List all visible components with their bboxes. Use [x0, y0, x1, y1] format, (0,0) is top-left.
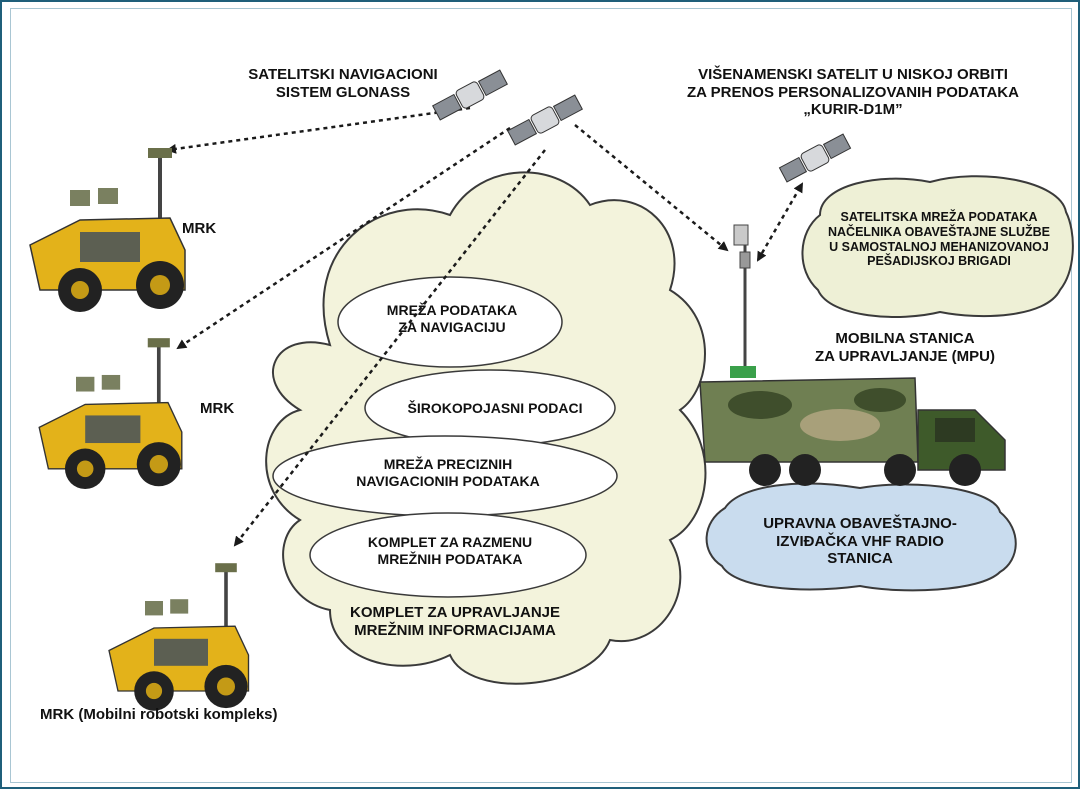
- label-kurir-line-1: VIŠENAMENSKI SATELIT U NISKOJ ORBITI: [698, 66, 1008, 83]
- robot-vehicle-icon: [38, 338, 183, 490]
- ellipse-1-line-1: MREŽA PODATAKA: [386, 302, 518, 318]
- label-vhf-line-1: UPRAVNA OBAVEŠTAJNO-: [763, 515, 957, 532]
- label-kurir-line-2: ZA PRENOS PERSONALIZOVANIH PODATAKA: [687, 83, 1019, 101]
- ellipse-label-data-exchange: KOMPLET ZA RAZMENU MREŽNIH PODATAKA: [330, 534, 570, 567]
- label-mpu: MOBILNA STANICA ZA UPRAVLJANJE (MPU): [775, 330, 1035, 365]
- ellipse-1-line-2: ZA NAVIGACIJU: [398, 318, 506, 335]
- label-glonass-line-1: SATELITSKI NAVIGACIONI: [248, 66, 438, 83]
- satellite-icon: [507, 94, 583, 146]
- ellipse-navigation-network: [337, 276, 563, 368]
- satellite-icon: [778, 133, 852, 183]
- label-vhf-line-2: IZVIĐAČKA VHF RADIO: [776, 532, 944, 550]
- vhf-radio-cloud: [705, 482, 1017, 592]
- link-mpu-to-satellite-network: [756, 182, 804, 262]
- link-glonass-to-mrk-1: [166, 106, 471, 154]
- network-ellipses: [272, 276, 618, 598]
- ellipse-label-broadband-data: ŠIROKOPOJASNI PODACI: [375, 400, 615, 417]
- label-satnet-line-4: PEŠADIJSKOJ BRIGADI: [867, 254, 1011, 269]
- label-mpu-line-1: MOBILNA STANICA: [835, 330, 975, 347]
- ellipse-4-line-2: MREŽNIH PODATAKA: [377, 550, 523, 567]
- label-mrk-1: MRK: [182, 220, 217, 237]
- ellipse-4-line-1: KOMPLET ZA RAZMENU: [367, 534, 533, 550]
- ellipse-3-line-2: NAVIGACIONIH PODATAKA: [356, 472, 540, 489]
- ellipse-label-navigation-network: MREŽA PODATAKA ZA NAVIGACIJU: [352, 302, 552, 335]
- label-kurir-satellite: VIŠENAMENSKI SATELIT U NISKOJ ORBITI ZA …: [648, 66, 1058, 119]
- truck-icon: [699, 366, 1006, 486]
- label-cloud-line-2: MREŽNIM INFORMACIJAMA: [354, 621, 556, 639]
- ellipse-data-exchange: [309, 512, 587, 598]
- ellipse-2-line-1: ŠIROKOPOJASNI PODACI: [407, 400, 583, 416]
- robot-vehicle-icon: [108, 563, 250, 711]
- label-mrk-2: MRK: [200, 400, 235, 417]
- satellite-network-cloud: [801, 175, 1074, 318]
- link-kurir-to-mpu-antenna: [574, 124, 729, 252]
- label-cloud-info-management: KOMPLET ZA UPRAVLJANJE MREŽNIM INFORMACI…: [330, 604, 580, 639]
- label-mrk-3: MRK (Mobilni robotski kompleks): [40, 706, 278, 723]
- antenna-mast-icon: [733, 224, 751, 370]
- label-glonass: SATELITSKI NAVIGACIONI SISTEM GLONASS: [218, 66, 468, 101]
- label-satnet-line-1: SATELITSKA MREŽA PODATAKA: [840, 210, 1038, 224]
- label-vhf-line-3: STANICA: [827, 550, 893, 568]
- communication-links: [166, 106, 804, 547]
- ellipse-label-precise-navigation: MREŽA PRECIZNIH NAVIGACIONIH PODATAKA: [318, 456, 578, 489]
- label-vhf-radio: UPRAVNA OBAVEŠTAJNO- IZVIĐAČKA VHF RADIO…: [730, 515, 990, 568]
- link-satellite-to-mrk-2: [176, 126, 511, 350]
- robot-vehicle-icon: [29, 148, 186, 312]
- satellite-icon: [432, 69, 508, 121]
- ellipse-3-line-1: MREŽA PRECIZNIH: [383, 456, 513, 472]
- label-glonass-line-2: SISTEM GLONASS: [275, 83, 411, 101]
- label-cloud-line-1: KOMPLET ZA UPRAVLJANJE: [349, 604, 560, 621]
- label-satellite-network: SATELITSKA MREŽA PODATAKA NAČELNIKA OBAV…: [808, 210, 1070, 269]
- link-satellite-to-mrk-3: [233, 149, 546, 547]
- label-kurir-line-3: „KURIR-D1M”: [803, 101, 903, 119]
- label-satnet-line-3: U SAMOSTALNOJ MEHANIZOVANOJ: [829, 239, 1049, 254]
- label-satnet-line-2: NAČELNIKA OBAVEŠTAJNE SLUŽBE: [827, 224, 1050, 239]
- label-mpu-line-2: ZA UPRAVLJANJE (MPU): [814, 347, 995, 365]
